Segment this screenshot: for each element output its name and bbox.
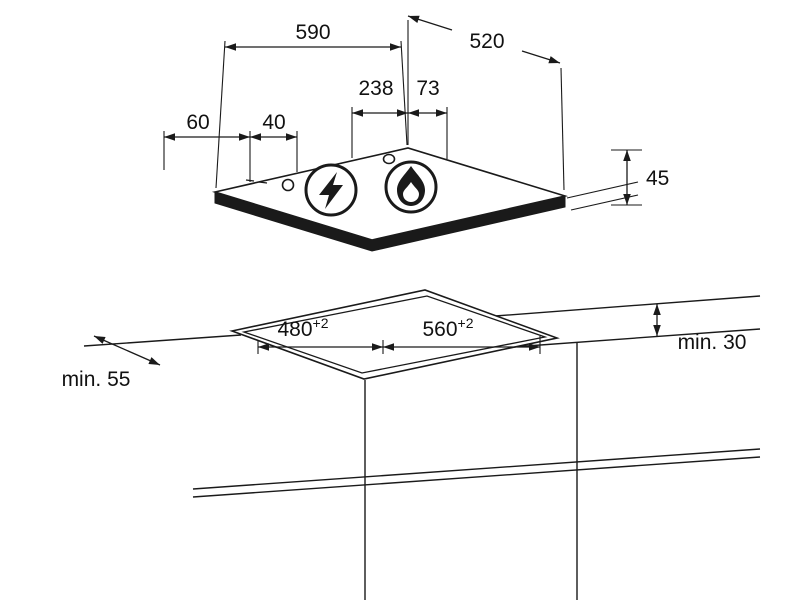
lightning-icon xyxy=(304,163,358,217)
cutout-depth-label: 560+2 xyxy=(422,315,473,341)
burner-position-dimensions: 238 73 xyxy=(351,77,448,159)
dim-73-label: 73 xyxy=(416,77,439,100)
cutout-outline xyxy=(229,289,560,380)
worktop-underside-edge xyxy=(512,328,761,348)
dim-45-label: 45 xyxy=(646,167,669,190)
hob-depth-label: 520 xyxy=(469,30,504,53)
dim-40-label: 40 xyxy=(262,111,285,134)
dim-238-label: 238 xyxy=(358,77,393,100)
min-55-label: min. 55 xyxy=(62,368,131,391)
control-position-dimensions: 60 40 xyxy=(163,111,298,182)
knob-circle-icon xyxy=(281,178,295,192)
hob-width-dimension: 590 xyxy=(215,21,408,189)
rear-clearance-dimension: min. 55 xyxy=(62,335,161,391)
hob-depth-dimension: 520 xyxy=(407,15,565,191)
hob-drawing xyxy=(211,147,639,252)
worktop-thickness-dimension: min. 30 xyxy=(653,304,747,354)
worktop-drawing xyxy=(83,289,761,600)
dim-60-label: 60 xyxy=(186,111,209,134)
hob-width-label: 590 xyxy=(295,21,330,44)
ignition-point-icon xyxy=(382,153,396,165)
worktop-rear-edge-left xyxy=(83,334,242,347)
worktop-rear-edge-right xyxy=(494,295,761,317)
worktop-front-edge xyxy=(192,448,761,490)
cutout-inner-outline xyxy=(241,295,548,374)
cutout-width-label: 480+2 xyxy=(277,315,328,341)
cutout-dimensions: 480+2 560+2 xyxy=(257,315,541,354)
min-30-label: min. 30 xyxy=(678,331,747,354)
flame-icon xyxy=(384,160,438,214)
worktop-front-edge-underside xyxy=(192,456,761,498)
edge-extension-bottom xyxy=(570,194,639,211)
hob-height-dimension: 45 xyxy=(611,149,669,206)
